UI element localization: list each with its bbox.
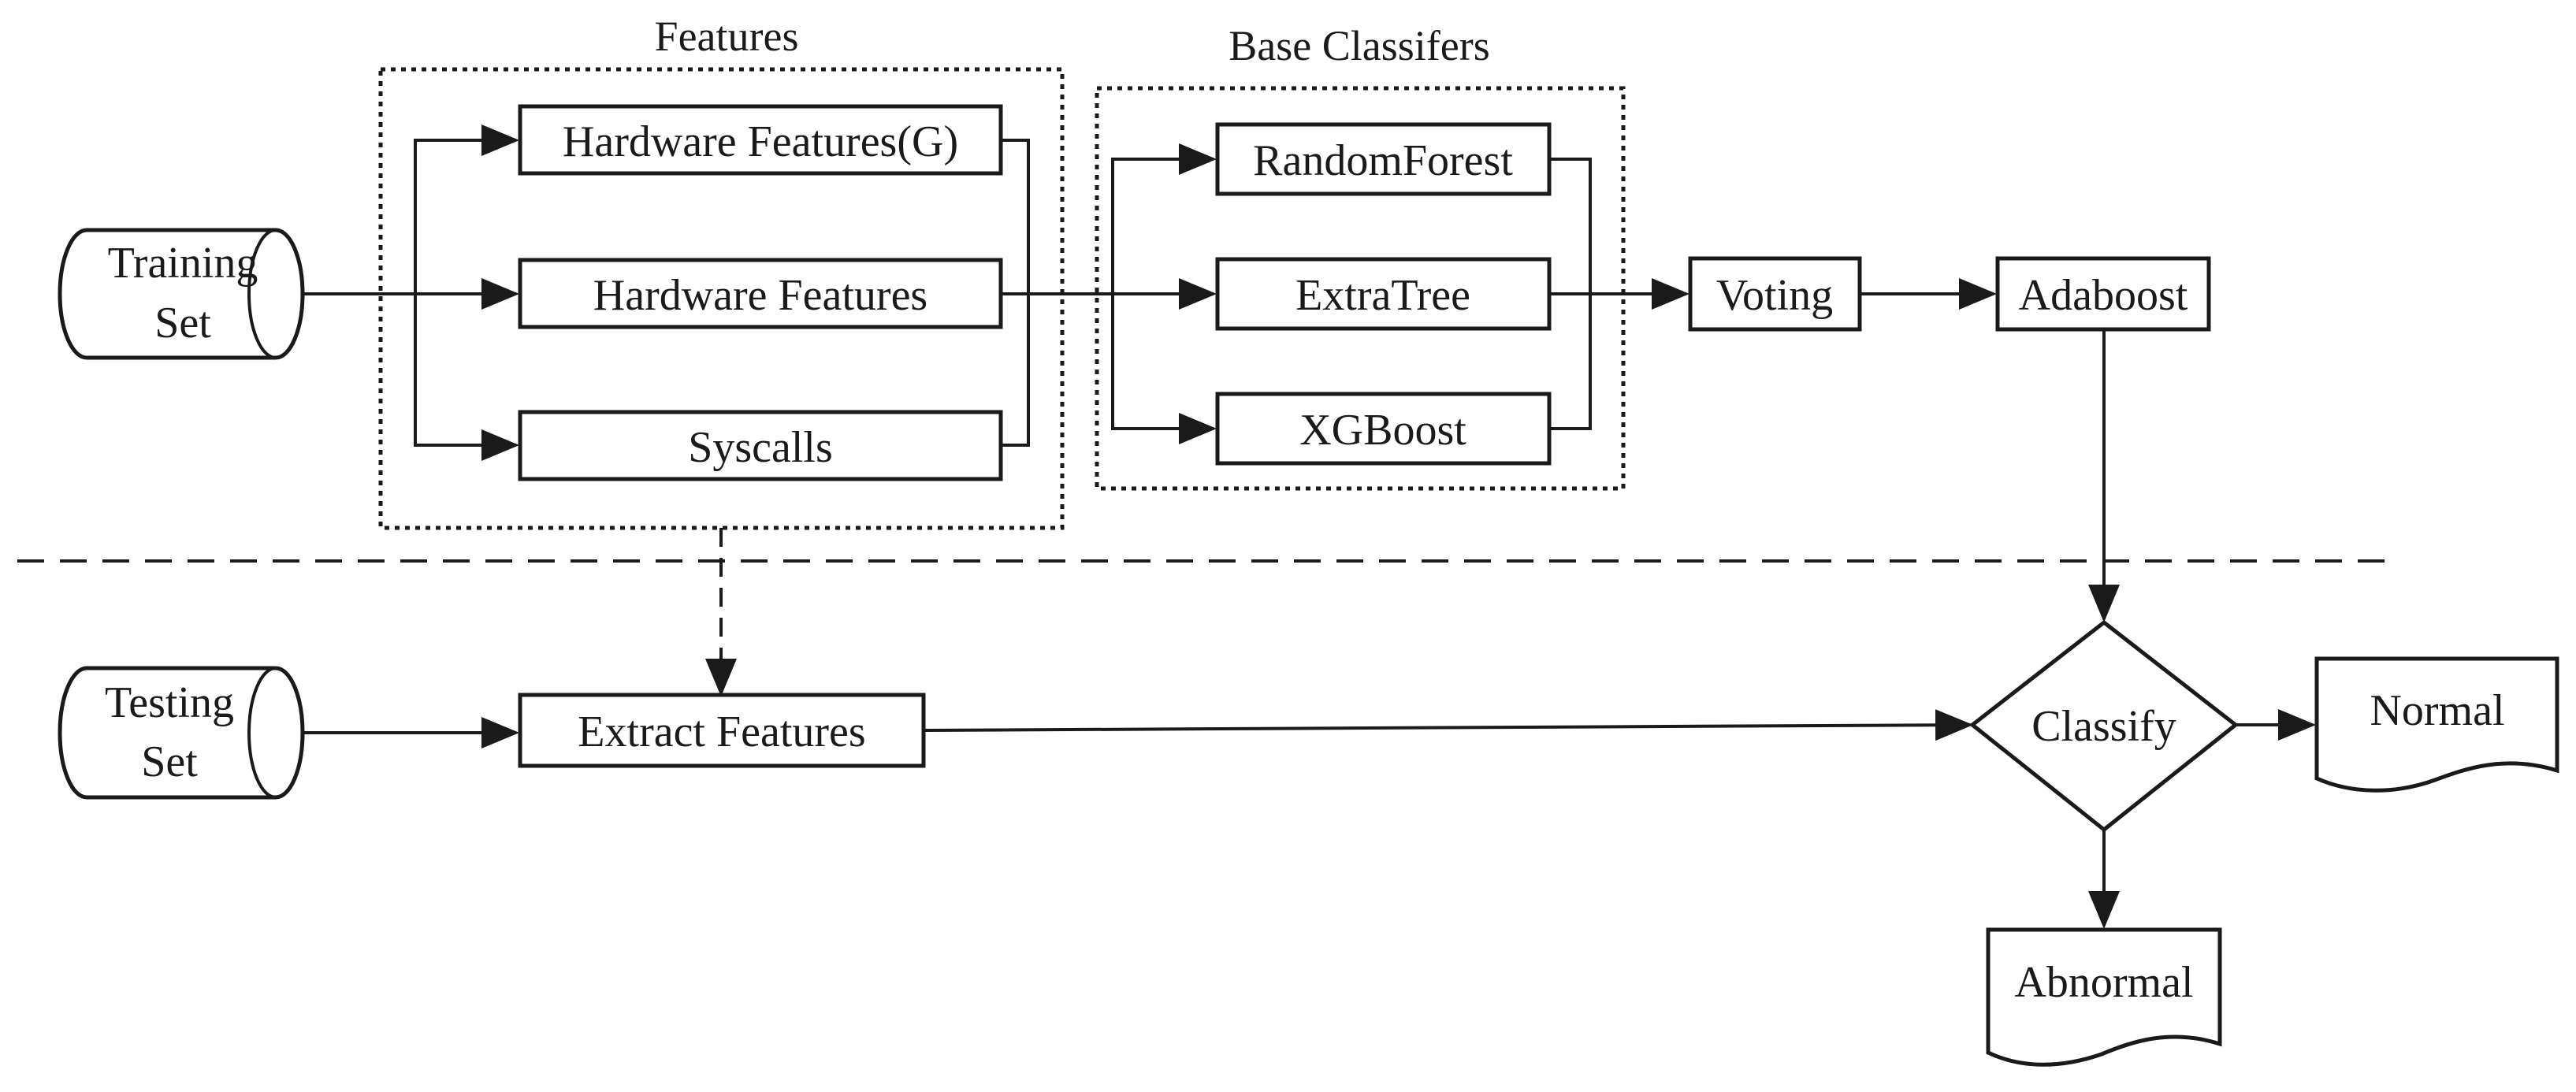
abnormal-node: Abnormal	[1986, 927, 2222, 1067]
connector-features-fork	[414, 124, 519, 294]
testing-set-label-line1: Testing	[105, 678, 234, 727]
hw-features-g-node: Hardware Features(G)	[518, 104, 1003, 176]
syscalls-node: Syscalls	[518, 410, 1003, 481]
voting-label: Voting	[1716, 271, 1833, 320]
voting-node: Voting	[1688, 256, 1862, 332]
testing-set-node: Testing Set	[58, 666, 305, 800]
abnormal-label: Abnormal	[2014, 958, 2193, 1007]
training-set-label-line1: Training	[108, 239, 258, 288]
xgboost-label: XGBoost	[1299, 406, 1466, 455]
testing-set-label-line2: Set	[141, 737, 198, 786]
connector-classifiers-fork	[1111, 143, 1217, 294]
connector-features-fork-lower	[414, 294, 519, 461]
base-classifiers-group	[1095, 86, 1626, 491]
extract-features-node: Extract Features	[518, 693, 926, 768]
training-set-node: Training Set	[58, 228, 305, 360]
random-forest-label: RandomForest	[1253, 136, 1513, 185]
training-set-label-line2: Set	[154, 299, 211, 347]
adaboost-label: Adaboost	[2019, 271, 2188, 320]
random-forest-node: RandomForest	[1215, 122, 1552, 196]
extra-tree-node: ExtraTree	[1215, 257, 1552, 331]
hw-features-g-label: Hardware Features(G)	[563, 117, 958, 166]
classify-label: Classify	[2031, 702, 2176, 751]
features-group-title: Features	[655, 13, 799, 60]
connector-extract-classify	[923, 709, 1973, 741]
hw-features-node: Hardware Features	[518, 258, 1003, 329]
hw-features-label: Hardware Features	[593, 271, 927, 320]
features-group	[378, 67, 1065, 530]
classify-node: Classify	[1968, 619, 2240, 833]
adaboost-node: Adaboost	[1995, 256, 2211, 332]
extract-features-label: Extract Features	[578, 708, 865, 756]
normal-node: Normal	[2314, 656, 2559, 793]
base-classifiers-group-title: Base Classifers	[1229, 22, 1489, 69]
syscalls-label: Syscalls	[688, 423, 833, 472]
xgboost-node: XGBoost	[1215, 392, 1552, 466]
normal-label: Normal	[2370, 686, 2504, 735]
connector-classifiers-fork-lower	[1111, 294, 1217, 444]
extra-tree-label: ExtraTree	[1295, 271, 1470, 320]
